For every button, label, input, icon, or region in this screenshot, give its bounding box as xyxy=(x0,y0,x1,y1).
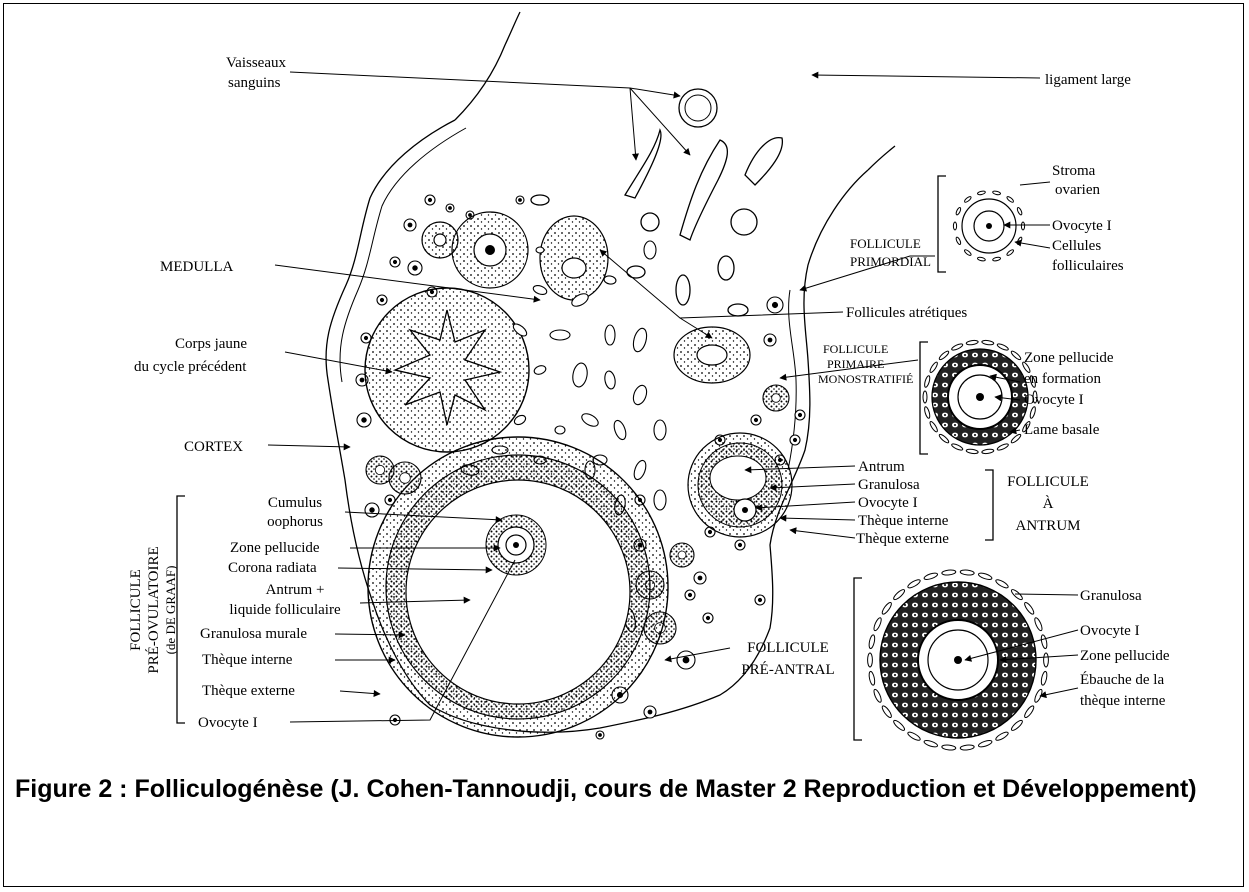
label-antrum: Antrum xyxy=(858,459,905,475)
label-ebauche-1: Ébauche de la xyxy=(1080,671,1164,688)
atretic-follicles xyxy=(540,216,750,383)
label-vaisseaux-1: Vaisseaux xyxy=(226,55,286,71)
label-follicule-pre-antral-1: FOLLICULE xyxy=(747,640,829,656)
label-ovocyte-primordial: Ovocyte I xyxy=(1052,218,1112,234)
label-vaisseaux-2: sanguins xyxy=(228,75,281,91)
label-ebauche-2: thèque interne xyxy=(1080,693,1166,709)
label-lame-basale: Lame basale xyxy=(1024,422,1100,438)
label-cortex: CORTEX xyxy=(184,439,243,455)
label-medulla: MEDULLA xyxy=(160,259,233,275)
label-follicule-primaire-3: MONOSTRATIFIÉ xyxy=(818,372,913,386)
label-follicule-primordial-2: PRIMORDIAL xyxy=(850,254,931,269)
label-zone-pellucide-graaf: Zone pellucide xyxy=(230,540,320,556)
label-zone-pellucide-formation-1: Zone pellucide xyxy=(1024,350,1114,366)
label-antrum-liquide-2: liquide folliculaire xyxy=(229,602,341,618)
label-follicule-antrum-1: FOLLICULE xyxy=(1007,474,1089,490)
label-follicules-atretiques: Follicules atrétiques xyxy=(846,305,967,321)
label-antrum-liquide-1: Antrum + xyxy=(266,582,325,598)
label-theque-externe-antrum: Thèque externe xyxy=(856,531,949,547)
label-follicule-primaire-2: PRIMAIRE xyxy=(827,357,884,371)
label-ovocyte-pre: Ovocyte I xyxy=(1080,623,1140,639)
label-cellules-1: Cellules xyxy=(1052,238,1101,254)
label-follicule-primordial-1: FOLLICULE xyxy=(850,236,921,251)
label-ovocyte-graaf: Ovocyte I xyxy=(198,715,258,731)
figure-caption: Figure 2 : Folliculogénèse (J. Cohen-Tan… xyxy=(15,766,1235,812)
label-theque-interne-antrum: Thèque interne xyxy=(858,513,949,529)
label-corps-jaune-1: Corps jaune xyxy=(175,336,247,352)
label-zone-pellucide-formation-2: en formation xyxy=(1024,371,1102,387)
label-follicule-preovulatoire-2: PRÉ-OVULATOIRE xyxy=(145,546,162,673)
label-follicule-preovulatoire-3: (de DE GRAAF) xyxy=(163,566,178,655)
label-theque-interne-graaf: Thèque interne xyxy=(202,652,293,668)
label-cellules-2: folliculaires xyxy=(1052,258,1124,274)
label-zone-pellucide-pre: Zone pellucide xyxy=(1080,648,1170,664)
upper-follicles xyxy=(422,212,528,288)
label-corps-jaune-2: du cycle précédent xyxy=(134,359,247,375)
label-follicule-primaire-1: FOLLICULE xyxy=(823,342,888,356)
label-ovocyte-primaire: Ovocyte I xyxy=(1024,392,1084,408)
label-granulosa-antrum: Granulosa xyxy=(858,477,920,493)
inset-preantral xyxy=(854,569,1048,750)
label-follicule-antrum-3: ANTRUM xyxy=(1015,518,1080,534)
graafian-follicle xyxy=(368,437,668,737)
antral-follicle xyxy=(688,433,792,537)
label-ligament: ligament large xyxy=(1045,72,1131,88)
label-cumulus-2: oophorus xyxy=(267,514,323,530)
label-follicule-antrum-2: À xyxy=(1043,495,1054,512)
label-stroma-1: Stroma xyxy=(1052,163,1096,179)
inset-primary xyxy=(920,340,1037,454)
label-follicule-pre-antral-2: PRÉ-ANTRAL xyxy=(741,661,834,678)
ovary-diagram: Vaisseaux sanguins ligament large MEDULL… xyxy=(0,0,1249,770)
label-stroma-2: ovarien xyxy=(1055,182,1100,198)
label-corona: Corona radiata xyxy=(228,560,317,576)
label-follicule-preovulatoire-1: FOLLICULE xyxy=(128,569,144,651)
label-granulosa-murale: Granulosa murale xyxy=(200,626,307,642)
label-ovocyte-antrum: Ovocyte I xyxy=(858,495,918,511)
inset-primordial xyxy=(938,176,1025,272)
label-cumulus-1: Cumulus xyxy=(268,495,322,511)
label-granulosa-pre: Granulosa xyxy=(1080,588,1142,604)
corpus-luteum xyxy=(365,288,529,452)
label-theque-externe-graaf: Thèque externe xyxy=(202,683,295,699)
